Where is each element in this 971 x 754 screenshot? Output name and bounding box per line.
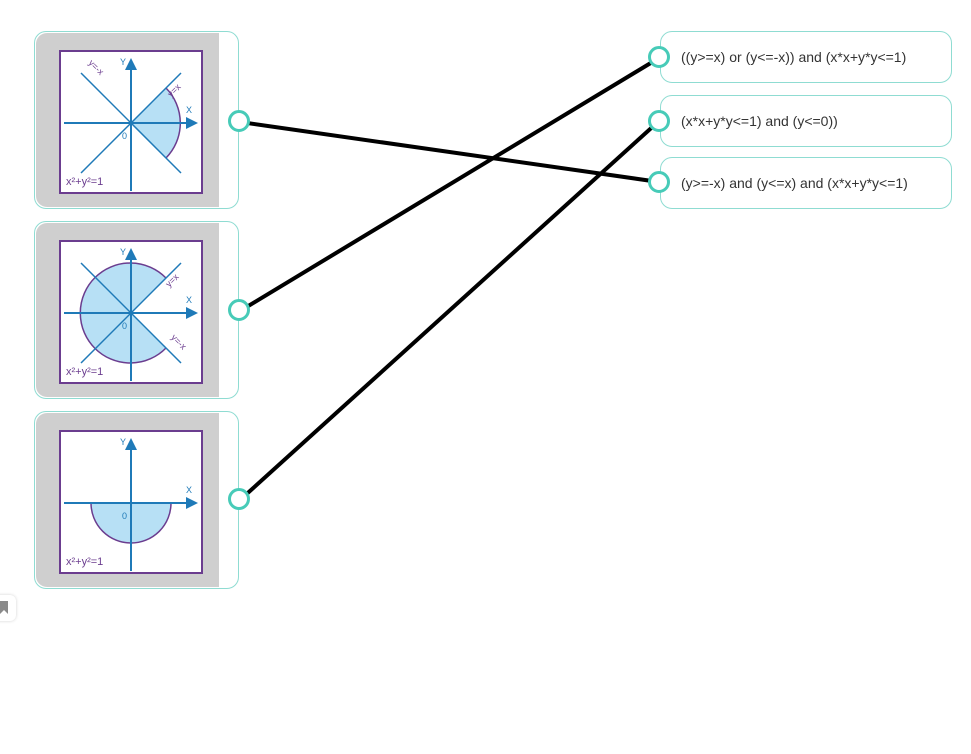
answer-box-1[interactable]: ((y>=x) or (y<=-x)) and (x*x+y*y<=1): [660, 31, 952, 83]
graph-card-2: Y X 0 y=x y=-x x²+y²=1: [34, 221, 239, 399]
graph-3-y-label: Y: [120, 437, 126, 447]
graph-2-connector[interactable]: [228, 299, 250, 321]
graph-1-x-label: X: [186, 105, 192, 115]
answer-label-3: (y>=-x) and (y<=x) and (x*x+y*y<=1): [681, 175, 908, 191]
answer-box-2[interactable]: (x*x+y*y<=1) and (y<=0)): [660, 95, 952, 147]
graph-2-y-label: Y: [120, 247, 126, 257]
graph-3-connector[interactable]: [228, 488, 250, 510]
graph-1-curve-label: x²+y²=1: [66, 176, 103, 188]
answer-label-2: (x*x+y*y<=1) and (y<=0)): [681, 113, 838, 129]
graph-3-x-label: X: [186, 485, 192, 495]
graph-card-1: Y X 0 y=-x y=x x²+y²=1: [34, 31, 239, 209]
answer-3-connector[interactable]: [648, 171, 670, 193]
graph-2-x-label: X: [186, 295, 192, 305]
answer-label-1: ((y>=x) or (y<=-x)) and (x*x+y*y<=1): [681, 49, 907, 65]
graph-image-2: Y X 0 y=x y=-x x²+y²=1: [36, 223, 219, 397]
graph-card-3: Y X 0 x²+y²=1: [34, 411, 239, 589]
graph-1-y-label: Y: [120, 57, 126, 67]
answer-1-connector[interactable]: [648, 46, 670, 68]
graph-3-origin-label: 0: [122, 511, 127, 521]
bookmark-tab[interactable]: [0, 595, 16, 621]
graph-image-1: Y X 0 y=-x y=x x²+y²=1: [36, 33, 219, 207]
match-line-3: [238, 119, 661, 502]
graph-3-curve-label: x²+y²=1: [66, 556, 103, 568]
graph-2-curve-label: x²+y²=1: [66, 366, 103, 378]
bookmark-icon: [0, 601, 8, 614]
answer-2-connector[interactable]: [648, 110, 670, 132]
graph-1-origin-label: 0: [122, 131, 127, 141]
match-line-1: [238, 120, 661, 184]
match-line-2: [238, 56, 661, 313]
graph-image-3: Y X 0 x²+y²=1: [36, 413, 219, 587]
graph-1-connector[interactable]: [228, 110, 250, 132]
answer-box-3[interactable]: (y>=-x) and (y<=x) and (x*x+y*y<=1): [660, 157, 952, 209]
graph-2-origin-label: 0: [122, 321, 127, 331]
